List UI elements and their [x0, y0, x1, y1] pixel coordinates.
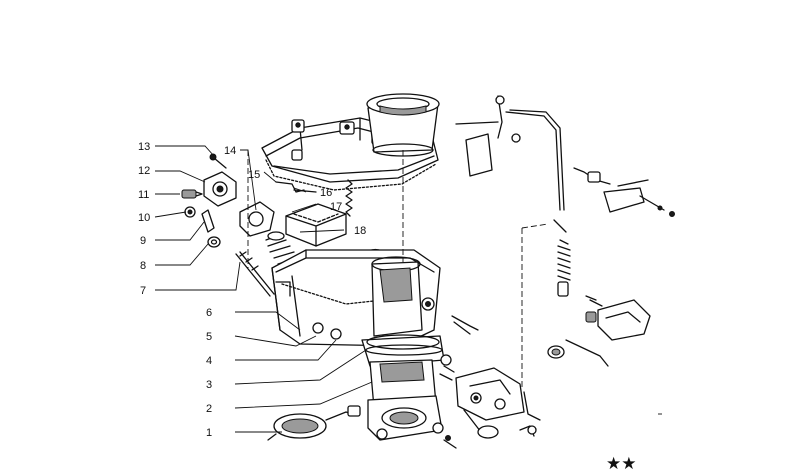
callout-18: 18 [354, 225, 366, 237]
return-spring [519, 391, 541, 437]
needle-part-7 [235, 251, 275, 297]
washer-part-8 [207, 236, 221, 248]
pin-part-16 [293, 189, 317, 193]
callout-15: 15 [248, 169, 260, 181]
throttle-body [361, 334, 445, 441]
callout-10: 10 [138, 212, 150, 224]
throttle-shaft-bracket [455, 367, 525, 439]
pump-spring [265, 231, 299, 265]
callout-2: 2 [206, 403, 212, 415]
callout-4: 4 [206, 355, 212, 367]
adjusting-screw [553, 219, 571, 297]
footer-stars: ★★ [606, 454, 636, 473]
callout-numbers: 13 12 11 10 9 8 7 6 5 4 3 2 1 14 15 16 1… [138, 141, 366, 439]
air-horn [366, 93, 440, 157]
callout-8: 8 [140, 260, 146, 272]
callout-12: 12 [138, 165, 150, 177]
callout-14: 14 [224, 145, 236, 157]
callout-5: 5 [206, 331, 212, 343]
callout-16: 16 [320, 187, 332, 199]
cable-guide [465, 133, 493, 177]
assembly-axis-lines [247, 150, 549, 388]
idle-screw [451, 315, 479, 335]
needle-valve-spring [345, 179, 353, 217]
throttle-lever-assembly [547, 295, 651, 367]
callout-9: 9 [140, 235, 146, 247]
choke-lever-part-1 [267, 405, 361, 441]
gasket-part-14 [239, 201, 275, 237]
flange-part-12 [203, 171, 237, 207]
float-part-17 [285, 203, 347, 247]
throttle-plate-bracket [439, 354, 457, 449]
plug-part-11 [181, 189, 203, 199]
screw-part-13 [209, 153, 227, 169]
throttle-rod [455, 95, 565, 211]
callout-13: 13 [138, 141, 150, 153]
jet-part-9 [201, 209, 215, 233]
callout-11: 11 [138, 189, 149, 201]
callout-7: 7 [140, 285, 146, 297]
callout-17: 17 [330, 201, 342, 213]
float-bowl [271, 249, 441, 347]
callout-leaders [154, 145, 373, 433]
callout-6: 6 [206, 307, 212, 319]
callout-3: 3 [206, 379, 212, 391]
washer-part-10 [184, 206, 196, 218]
choke-bracket [573, 167, 675, 217]
callout-1: 1 [206, 427, 212, 439]
